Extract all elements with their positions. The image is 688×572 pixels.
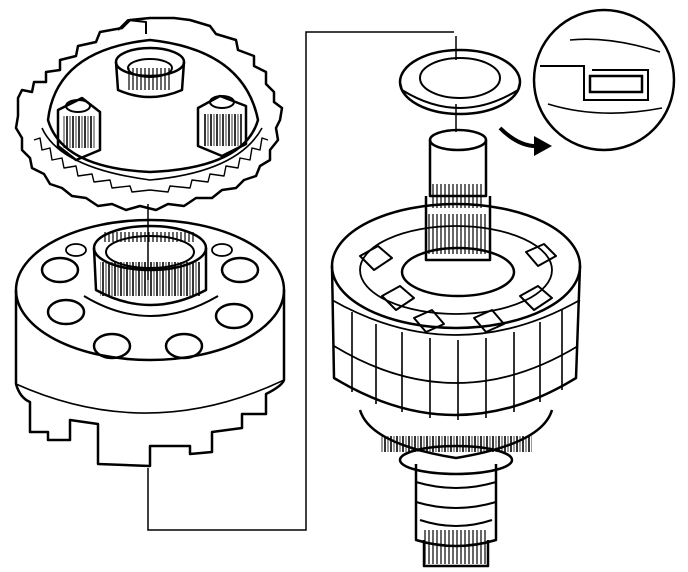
rotor-band-top xyxy=(332,300,580,335)
lower-shaft-ring-2 xyxy=(416,502,496,508)
ring-gear-crown xyxy=(104,232,196,242)
planet-gear-left xyxy=(58,98,100,160)
lower-bearing-ring xyxy=(360,410,552,458)
thrust-washer xyxy=(400,50,520,114)
rotor-pocket-5 xyxy=(520,286,552,310)
drum-hole-2 xyxy=(222,258,258,282)
washer-section-detail xyxy=(534,10,674,150)
ring-gear-teeth xyxy=(100,262,200,296)
planet-carrier xyxy=(16,18,282,210)
shaft-tip xyxy=(424,540,488,566)
drum-hole-8 xyxy=(212,244,232,256)
lower-bearing-teeth xyxy=(380,436,532,452)
rotor-ribs xyxy=(352,310,562,420)
drum-side-wall xyxy=(16,290,284,466)
clutch-drum xyxy=(16,220,284,466)
carrier-notch-band xyxy=(34,138,268,192)
washer-inner xyxy=(420,58,500,98)
lower-collar xyxy=(400,446,512,474)
planet-gear-left-teeth xyxy=(62,116,96,148)
carrier-hub-splines xyxy=(128,68,172,90)
planet-pin-right xyxy=(210,96,234,108)
drum-hole-4 xyxy=(216,304,252,328)
detail-circle xyxy=(534,10,674,150)
rotor-pocket-3 xyxy=(414,310,444,332)
rotor-pocket-4 xyxy=(474,310,504,332)
carrier-dome xyxy=(48,40,258,172)
drum-hole-6 xyxy=(166,334,202,358)
detail-lower-edge xyxy=(548,104,662,113)
rotor-top-inner xyxy=(360,226,552,314)
connector-bracket xyxy=(148,32,454,530)
rotor-pocket-1 xyxy=(360,246,392,270)
carrier-scalloped-ring xyxy=(16,18,282,210)
detail-washer-section xyxy=(590,76,642,92)
lower-shaft-ring-3 xyxy=(420,520,492,526)
carrier-hub-side xyxy=(116,62,184,97)
planet-gear-right-teeth xyxy=(204,114,242,146)
drum-bottom-rim xyxy=(16,380,284,413)
carrier-lug-top xyxy=(118,20,146,34)
lower-shaft-splines xyxy=(424,530,488,564)
detail-edge xyxy=(570,39,660,52)
lower-shaft-ring-1 xyxy=(416,482,496,488)
detail-arrowhead xyxy=(534,136,552,156)
rotor-pocket-6 xyxy=(526,244,556,266)
planet-pin-left xyxy=(66,100,90,112)
ring-gear-base xyxy=(84,296,218,316)
rotor-body xyxy=(332,266,580,415)
drum-hole-5 xyxy=(94,334,130,358)
shaft-assembly xyxy=(332,130,580,566)
hub-collar xyxy=(402,248,514,296)
drum-hole-3 xyxy=(48,300,84,324)
rotor-pocket-2 xyxy=(382,286,414,310)
carrier-inner-ring xyxy=(42,128,262,180)
detail-profile xyxy=(540,66,648,100)
drum-hole-1 xyxy=(42,258,78,282)
rotor-band-bottom xyxy=(334,346,578,383)
washer-thickness xyxy=(400,82,520,108)
drum-hole-7 xyxy=(66,244,86,256)
